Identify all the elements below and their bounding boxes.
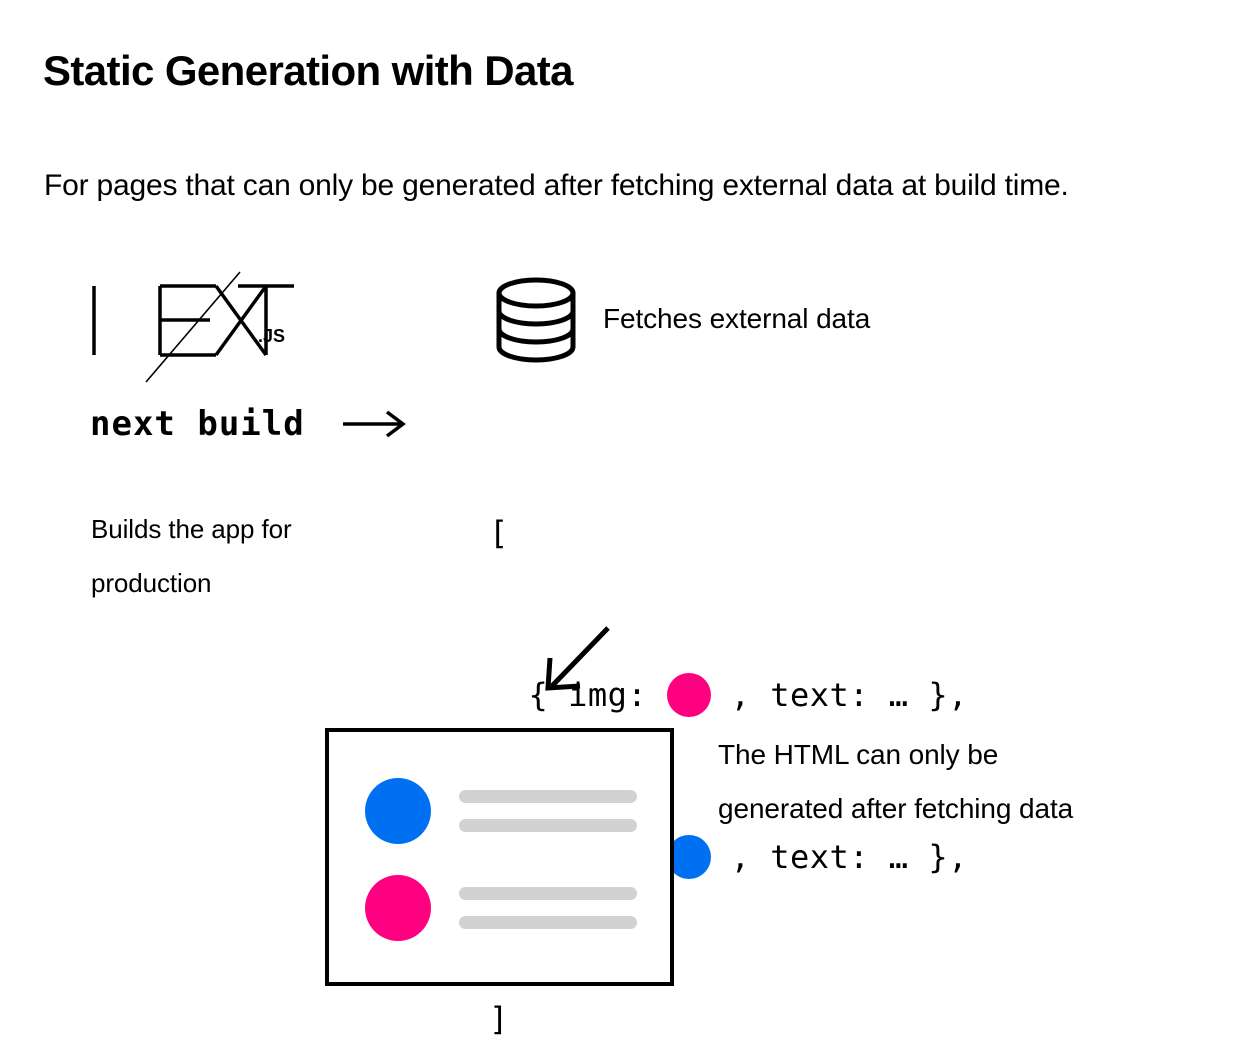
card-bar <box>459 790 637 803</box>
build-caption-line-2: production <box>91 568 212 598</box>
card-avatar-blue <box>365 778 431 844</box>
nextjs-logo-suffix: .JS <box>258 326 286 346</box>
nextjs-logo: .JS <box>88 262 298 390</box>
code-line-item-1: { img: , text: … }, <box>489 668 968 722</box>
rendered-page-card <box>325 728 674 986</box>
build-command-text: next build <box>90 404 305 444</box>
build-caption-line-1: Builds the app for <box>91 514 292 544</box>
code-line-1-suffix: , text: … }, <box>710 676 968 714</box>
card-bars-2 <box>459 887 637 929</box>
code-line-2-suffix: , text: … }, <box>710 838 968 876</box>
page-title: Static Generation with Data <box>43 47 574 94</box>
build-command-row: next build <box>90 404 407 444</box>
result-caption: The HTML can only be generated after fet… <box>718 728 1188 836</box>
database-row: Fetches external data <box>495 277 870 363</box>
card-row-2 <box>365 875 637 941</box>
code-close-bracket: ] <box>489 1000 509 1038</box>
build-caption: Builds the app for production <box>91 502 391 610</box>
card-bar <box>459 887 637 900</box>
page-subtitle: For pages that can only be generated aft… <box>44 169 1069 202</box>
card-row-1 <box>365 778 637 844</box>
down-left-arrow-icon <box>536 624 616 696</box>
code-open-bracket: [ <box>489 514 509 552</box>
card-bar <box>459 916 637 929</box>
code-line-close-bracket: ] <box>489 992 968 1046</box>
card-bar <box>459 819 637 832</box>
card-bars-1 <box>459 790 637 832</box>
card-avatar-pink <box>365 875 431 941</box>
result-caption-line-2: generated after fetching data <box>718 793 1074 824</box>
database-icon <box>495 277 577 363</box>
json-code-block: [ { img: , text: … }, { img: , text: … }… <box>489 398 968 1050</box>
result-caption-line-1: The HTML can only be <box>718 739 999 770</box>
code-line-1-prefix: { img: <box>489 676 667 714</box>
code-line-open-bracket: [ <box>489 506 968 560</box>
right-arrow-icon <box>341 409 407 439</box>
database-label: Fetches external data <box>603 303 871 334</box>
code-dot-blue <box>666 835 711 879</box>
code-dot-pink <box>666 673 711 717</box>
